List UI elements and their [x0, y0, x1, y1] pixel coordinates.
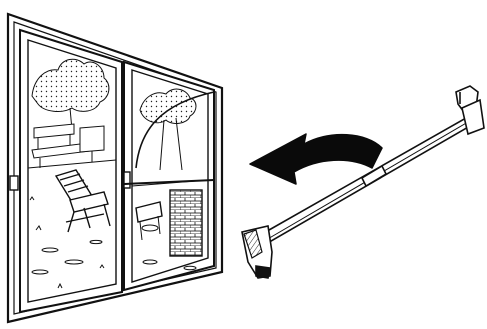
- bar-bottom-foot: [242, 226, 272, 278]
- door-handle-left: [10, 176, 18, 190]
- door-handle-right: [124, 172, 130, 188]
- security-bar-icon: [242, 86, 484, 278]
- brick-pillar: [170, 190, 202, 256]
